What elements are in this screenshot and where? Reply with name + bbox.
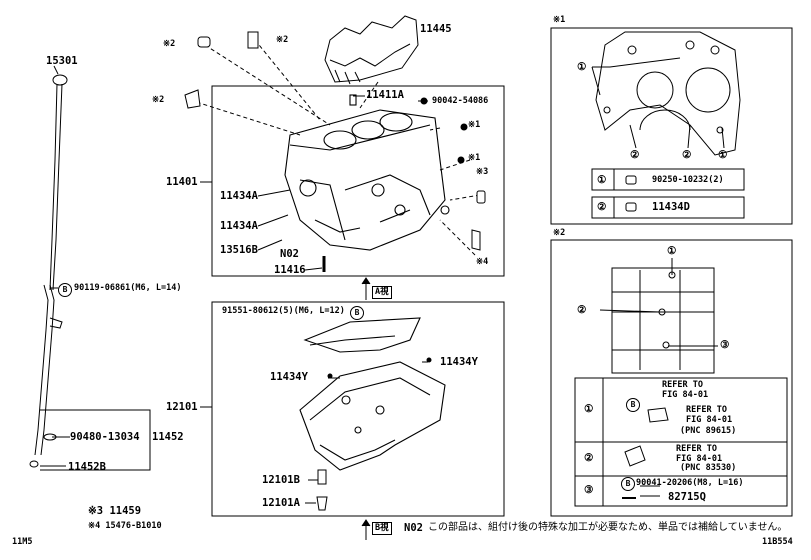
a-view-tag: A視 — [372, 286, 392, 299]
circle-b-mark: B — [624, 398, 642, 412]
panel2-ref3-part: 82715Q — [668, 491, 706, 503]
panel2-ref1-line: REFER TO — [662, 380, 703, 390]
star4-mark: ※4 — [476, 257, 489, 267]
star2-mark: ※2 — [152, 95, 165, 105]
star2-mark: ※2 — [276, 35, 289, 45]
star2-mark: ※2 — [163, 39, 176, 49]
part-11452-label: 11452 — [152, 431, 184, 443]
panel1-row-part: 90250-10232(2) — [652, 175, 724, 185]
n02-footnote-code: N02 — [404, 522, 423, 534]
panel2-row-num: ③ — [584, 484, 594, 496]
star3-mark: ※3 — [476, 167, 489, 177]
star1-mark: ※1 — [468, 120, 481, 130]
panel2-callout-2: ② — [577, 304, 587, 316]
part-11434A-label: 11434A — [220, 220, 258, 232]
panel2-ref2-line: (PNC 83530) — [680, 463, 737, 473]
part-11434Y-label: 11434Y — [270, 371, 308, 383]
panel1-row-num: ② — [597, 201, 607, 213]
part-90042-label: 90042-54086 — [432, 96, 489, 106]
panel2-row-num: ② — [584, 452, 594, 464]
part-90480-label: 90480-13034 — [70, 431, 140, 443]
circle-b-mark: B — [56, 283, 74, 297]
part-11452B-label: 11452B — [68, 461, 106, 473]
part-N02-label: N02 — [280, 248, 299, 260]
panel2-callout-3: ③ — [720, 339, 730, 351]
panel2-ref2-line: REFER TO — [676, 444, 717, 454]
panel2-ref1-line: FIG 84-01 — [662, 390, 709, 400]
panel1-row-num: ① — [597, 174, 607, 186]
panel1-callout-2: ② — [682, 149, 692, 161]
n02-footnote-text: この部品は、組付け後の特殊な加工が必要なため、単品では補給していません。 — [428, 522, 788, 533]
oil-pan-drawing — [299, 317, 446, 471]
panel1-callout-1: ① — [718, 149, 728, 161]
corner-code-right: 11B554 — [762, 537, 793, 547]
part-11434A-label: 11434A — [220, 190, 258, 202]
panel2-drawing — [611, 267, 715, 374]
panel2-ref1-line: (PNC 89615) — [680, 426, 737, 436]
part-90119-label: 90119-06861(M6, L=14) — [74, 283, 182, 293]
panel2-ref2-line: FIG 84-01 — [676, 454, 723, 464]
panel1-drawing — [595, 31, 741, 156]
part-11434Y-label: 11434Y — [440, 356, 478, 368]
guide-tube-drawing — [29, 284, 63, 468]
panel2-ref1-line: REFER TO — [686, 405, 727, 415]
panel2-ref1-line: FIG 84-01 — [686, 415, 733, 425]
cover-drawing — [324, 15, 419, 85]
panel2-title: ※2 — [553, 228, 566, 238]
panel1-callout-1: ① — [577, 61, 587, 73]
circle-b-mark: B — [619, 477, 637, 491]
panel1-row-part: 11434D — [652, 201, 690, 213]
part-12101-label: 12101 — [166, 401, 198, 413]
panel2-row-num: ① — [584, 403, 594, 415]
part-12101B-label: 12101B — [262, 474, 300, 486]
part-11416-label: 11416 — [274, 264, 306, 276]
part-12101A-label: 12101A — [262, 497, 300, 509]
part-11401-label: 11401 — [166, 176, 198, 188]
b-view-tag: B視 — [372, 522, 392, 535]
panel2-callout-1: ① — [667, 245, 677, 257]
dipstick-drawing — [49, 65, 68, 291]
part-13516B-label: 13516B — [220, 244, 258, 256]
circle-b-mark: B — [348, 306, 366, 320]
panel1-title: ※1 — [553, 15, 566, 25]
star1-mark: ※1 — [468, 153, 481, 163]
part-11411A-label: 11411A — [366, 89, 404, 101]
footnote-star3: ※3 11459 — [88, 505, 142, 517]
corner-code-left: 11M5 — [12, 537, 33, 547]
panel1-callout-2: ② — [630, 149, 640, 161]
engine-block-drawing — [284, 94, 450, 251]
part-15301-label: 15301 — [46, 55, 78, 67]
panel2-ref3-part: 90041-20206(M8, L=16) — [636, 478, 744, 488]
footnote-star4: ※4 15476-B1010 — [88, 521, 162, 531]
part-91551-label: 91551-80612(5)(M6, L=12) — [222, 306, 345, 316]
part-11445-label: 11445 — [420, 23, 452, 35]
